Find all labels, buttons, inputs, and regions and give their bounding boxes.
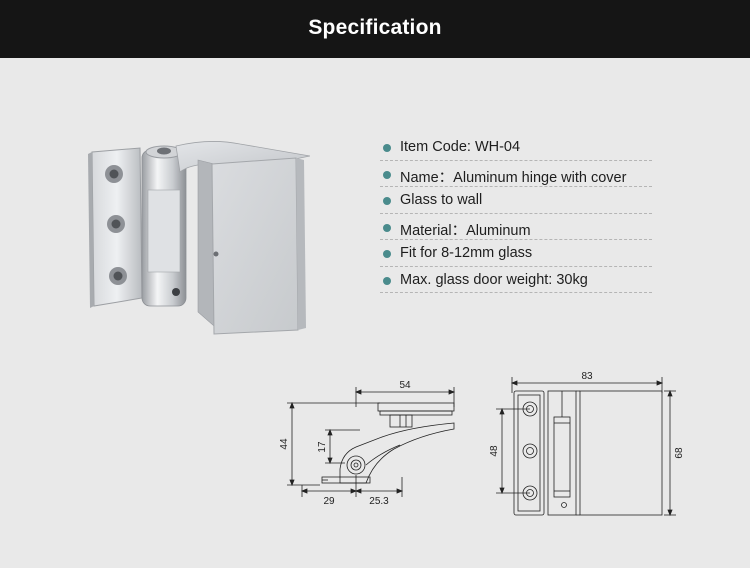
spec-item: Material：Aluminum <box>380 214 652 240</box>
dim-side-bottom-left: 29 <box>323 496 335 507</box>
dim-front-width: 83 <box>581 371 593 382</box>
spec-material: Material：Aluminum <box>400 222 531 239</box>
dim-side-bottom-right: 25.3 <box>369 496 389 507</box>
side-view-drawing <box>287 387 456 497</box>
bullet-icon <box>383 197 391 205</box>
spec-item-code: Item Code: WH-04 <box>400 139 521 155</box>
glass-clamp-face <box>211 157 299 335</box>
spec-item: Item Code: WH-04 <box>380 134 652 161</box>
product-image <box>88 141 310 335</box>
screw-hole-icon <box>107 215 125 233</box>
spec-max-weight: Max. glass door weight: 30kg <box>400 271 588 288</box>
spec-item: Max. glass door weight: 30kg <box>380 267 652 293</box>
bullet-icon <box>383 144 391 152</box>
dim-front-height: 68 <box>674 447 685 459</box>
dim-side-inner: 17 <box>317 441 328 453</box>
spec-item: Name：Aluminum hinge with cover <box>380 161 652 187</box>
spec-item: Glass to wall <box>380 187 652 214</box>
header-bar: Specification <box>0 0 750 58</box>
dim-side-height: 44 <box>279 438 290 450</box>
page-title: Specification <box>308 16 442 39</box>
front-view-drawing <box>496 377 676 517</box>
spec-name: Name：Aluminum hinge with cover <box>400 169 627 186</box>
spec-application: Glass to wall <box>400 192 483 208</box>
screw-hole-icon <box>109 267 127 285</box>
technical-drawing: 54 44 17 29 25.3 83 48 68 <box>279 371 685 517</box>
hinge-cover <box>175 141 310 173</box>
spec-glass-fit: Fit for 8-12mm glass <box>400 245 533 261</box>
bullet-icon <box>383 250 391 258</box>
bullet-icon <box>383 223 391 232</box>
spec-item: Fit for 8-12mm glass <box>380 240 652 267</box>
spec-list: Item Code: WH-04 Name：Aluminum hinge wit… <box>380 134 652 293</box>
dim-side-width: 54 <box>399 380 411 391</box>
dim-front-hole-spacing: 48 <box>489 445 500 457</box>
bullet-icon <box>383 170 391 179</box>
screw-hole-icon <box>105 165 123 183</box>
bullet-icon <box>383 276 391 285</box>
